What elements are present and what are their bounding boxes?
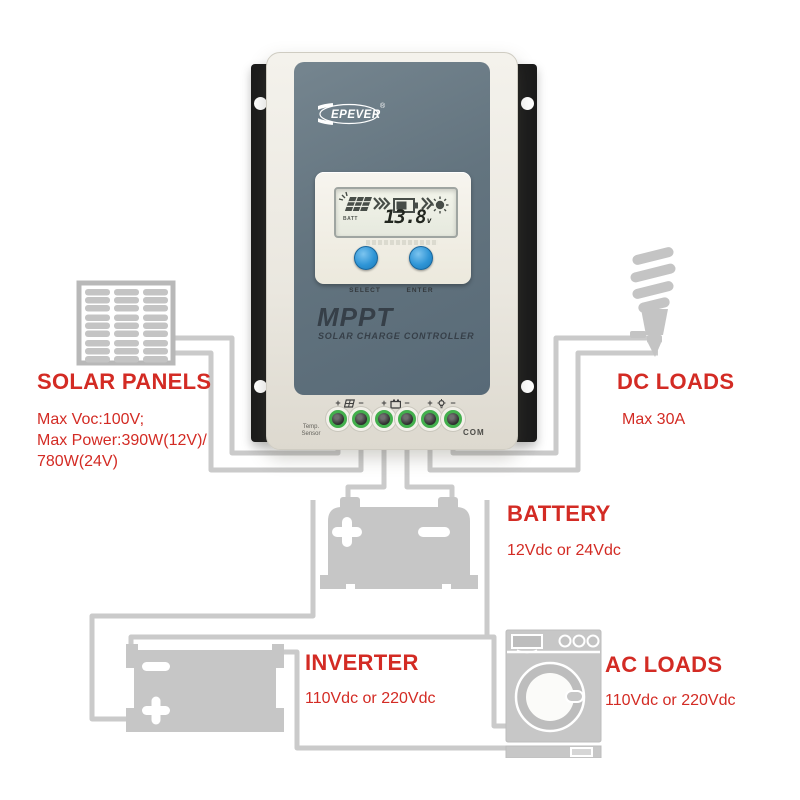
dc-loads-caption: DC LOADS Max 30A (617, 369, 734, 430)
terminal-solar-icon (344, 399, 355, 409)
washing-machine-icon (505, 628, 602, 758)
wire-pv-outer (172, 350, 364, 473)
brand-text: EPEVER (331, 109, 381, 121)
ac-loads-spec: 110Vdc or 220Vdc (605, 692, 736, 709)
wire-battery-left (345, 438, 387, 502)
enter-button-label: ENTER (406, 287, 434, 294)
wire-inverter-bottom-acload (278, 649, 510, 751)
wire-dcload-outer (427, 350, 658, 473)
lcd-lamp-icon (431, 196, 449, 214)
lcd-chevrons-icon (421, 197, 434, 210)
dc-loads-spec: Max 30A (622, 411, 686, 428)
inverter-caption: INVERTER 110Vdc or 220Vdc (305, 650, 435, 709)
terminal-mark-plus: + (427, 398, 433, 408)
model-subtitle: SOLAR CHARGE CONTROLLER (318, 331, 475, 341)
battery-caption: BATTERY 12Vdc or 24Vdc (507, 501, 621, 561)
terminal-battery-minus (398, 410, 416, 428)
lcd-connector-strip (366, 240, 438, 245)
battery-title: BATTERY (507, 501, 611, 526)
battery-spec: 12Vdc or 24Vdc (507, 542, 621, 559)
select-button (354, 246, 378, 270)
terminal-mark-plus: + (381, 398, 387, 408)
lcd-battery-icon (393, 198, 418, 213)
screw-hole-icon (254, 97, 267, 110)
lcd-flow-icons (338, 191, 449, 214)
solar-panels-title: SOLAR PANELS (37, 369, 212, 394)
solar-panel-icon (76, 280, 176, 366)
inverter-title: INVERTER (305, 650, 419, 675)
screw-hole-icon (254, 380, 267, 393)
trademark-symbol: ® (380, 102, 386, 110)
terminal-mark-plus: + (335, 398, 341, 408)
terminal-battery-plus (375, 410, 393, 428)
ac-loads-title: AC LOADS (605, 652, 723, 677)
terminal-pv-plus (329, 410, 347, 428)
dc-loads-title: DC LOADS (617, 369, 735, 394)
epever-logo: EPEVER ® (318, 100, 388, 128)
solar-panels-spec: Max Voc:100V; Max Power:390W(12V)/ 780W(… (37, 411, 207, 470)
lcd-voltage-readout: 13.8v (384, 206, 432, 228)
select-button-label: SELECT (349, 287, 381, 294)
terminal-pv-minus (352, 410, 370, 428)
terminal-mark-minus: − (358, 398, 364, 408)
lcd-solar-panel-icon (344, 197, 372, 211)
lcd-chevrons-icon (373, 197, 391, 210)
terminal-load-plus (421, 410, 439, 428)
wire-battery-to-inverter (89, 500, 316, 722)
com-port-label: COM (463, 428, 485, 437)
wire-inverter-to-acload (128, 634, 510, 729)
solar-panels-caption: SOLAR PANELS Max Voc:100V; Max Power:390… (37, 369, 211, 472)
enter-button (409, 246, 433, 270)
lcd-batt-label: BATT (343, 216, 358, 222)
inverter-icon (126, 632, 284, 736)
inverter-spec: 110Vdc or 220Vdc (305, 690, 436, 707)
model-title: MPPT (317, 302, 394, 332)
terminal-mark-minus: − (450, 398, 456, 408)
screw-hole-icon (521, 97, 534, 110)
wire-battery-right (404, 438, 455, 502)
lcd-screen (334, 187, 458, 238)
terminal-lamp-icon (436, 399, 447, 409)
ac-loads-caption: AC LOADS 110Vdc or 220Vdc (605, 652, 735, 711)
terminal-battery-icon (390, 399, 401, 409)
temp-sensor-label: Temp. Sensor (301, 424, 321, 437)
terminal-load-minus (444, 410, 462, 428)
screw-hole-icon (521, 380, 534, 393)
battery-icon (318, 497, 480, 592)
terminal-mark-minus: − (404, 398, 410, 408)
cfl-bulb-icon (626, 247, 684, 359)
